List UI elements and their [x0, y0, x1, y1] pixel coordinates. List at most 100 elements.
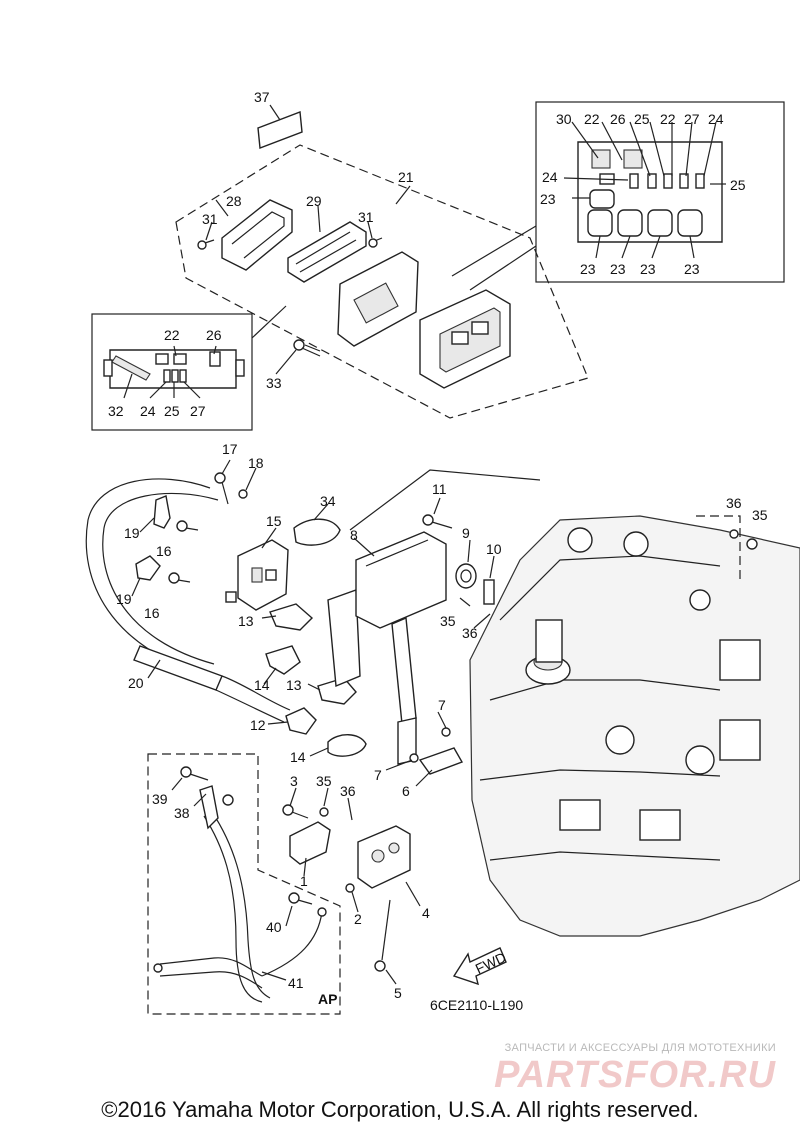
- part-3-bolt: [282, 804, 309, 819]
- callout-36-lower: 36: [340, 783, 356, 799]
- part-1-relay: [289, 821, 331, 865]
- svg-text:26: 26: [206, 327, 222, 343]
- callout-14-lower: 14: [290, 749, 306, 765]
- callout-2: 2: [354, 911, 362, 927]
- part-37-label: [257, 104, 303, 149]
- part-7-bolt-upper: [441, 727, 451, 737]
- callout-5: 5: [394, 985, 402, 1001]
- callout-15: 15: [266, 513, 282, 529]
- callout-13-lower: 13: [286, 677, 302, 693]
- callout-35-mid: 35: [440, 613, 456, 629]
- part-15-relay-block: [225, 539, 289, 611]
- svg-text:24: 24: [542, 169, 558, 185]
- part-31-screw-left: [197, 239, 215, 250]
- callout-21: 21: [398, 169, 414, 185]
- callout-13-upper: 13: [238, 613, 254, 629]
- part-10-collar: [483, 579, 495, 605]
- callout-31-right: 31: [358, 209, 374, 225]
- part-5-bolt: [374, 899, 391, 972]
- callout-20: 20: [128, 675, 144, 691]
- svg-text:22: 22: [164, 327, 180, 343]
- watermark-tagline: ЗАПЧАСТИ И АКСЕССУАРЫ ДЛЯ МОТОТЕХНИКИ: [504, 1042, 776, 1054]
- callout-31-left: 31: [202, 211, 218, 227]
- callout-33: 33: [266, 375, 282, 391]
- callout-4: 4: [422, 905, 430, 921]
- svg-text:25: 25: [730, 177, 746, 193]
- part-33-screw: [293, 339, 321, 357]
- part-4-relay-block: [357, 825, 411, 889]
- callout-11: 11: [432, 481, 447, 497]
- ecu-bracket-plate: [337, 251, 419, 347]
- ecu-main-unit: [419, 289, 511, 389]
- callout-36-mid: 36: [462, 625, 478, 641]
- callout-3: 3: [290, 773, 298, 789]
- callout-37: 37: [254, 89, 270, 105]
- part-36-washer-right: [729, 529, 739, 539]
- svg-text:27: 27: [190, 403, 206, 419]
- part-34-grommet: [293, 518, 341, 546]
- svg-text:23: 23: [540, 191, 556, 207]
- callout-9: 9: [462, 525, 470, 541]
- callout-38: 38: [174, 805, 190, 821]
- callout-10: 10: [486, 541, 502, 557]
- svg-text:23: 23: [580, 261, 596, 277]
- callout-12: 12: [250, 717, 266, 733]
- svg-text:FWD: FWD: [473, 949, 509, 977]
- part-20-wire-harness: [85, 478, 291, 723]
- part-41-battery-cable: [153, 794, 327, 1003]
- svg-text:24: 24: [708, 111, 724, 127]
- engine-block: [469, 515, 800, 937]
- callout-29: 29: [306, 193, 322, 209]
- callout-19-lower: 19: [116, 591, 132, 607]
- part-31-screw-right: [368, 237, 383, 248]
- part-2-bolt: [345, 883, 355, 893]
- svg-text:24: 24: [140, 403, 156, 419]
- part-19-clip-upper: [153, 495, 171, 529]
- copyright-notice: ©2016 Yamaha Motor Corporation, U.S.A. A…: [101, 1097, 699, 1122]
- callouts-inset-top-right: 30 22 26 25 22 27 24 24 25 23 23 23 23 2…: [540, 111, 746, 277]
- part-35-bolt-right: [746, 538, 758, 550]
- callout-14-upper: 14: [254, 677, 270, 693]
- svg-text:23: 23: [684, 261, 700, 277]
- svg-text:27: 27: [684, 111, 700, 127]
- callout-35-lower: 35: [316, 773, 332, 789]
- part-12-clamp: [285, 707, 317, 735]
- callout-28: 28: [226, 193, 242, 209]
- part-18-washer: [238, 489, 248, 499]
- svg-text:22: 22: [584, 111, 600, 127]
- callout-18: 18: [248, 455, 264, 471]
- fwd-arrow: FWD: [452, 947, 509, 986]
- callout-1: 1: [300, 873, 308, 889]
- svg-text:23: 23: [640, 261, 656, 277]
- callout-40: 40: [266, 919, 282, 935]
- callout-41: 41: [288, 975, 304, 991]
- part-40-bolt: [288, 892, 313, 905]
- callout-7-upper: 7: [438, 697, 446, 713]
- part-39-bolt: [180, 766, 209, 781]
- part-9-grommet: [455, 563, 477, 589]
- svg-text:23: 23: [610, 261, 626, 277]
- callouts-inset-left: 22 26 32 24 25 27: [108, 327, 222, 419]
- svg-text:25: 25: [164, 403, 180, 419]
- leader-lines: [131, 199, 495, 985]
- inset-left-connector-view: [91, 305, 287, 431]
- part-16-bolt-upper: [176, 520, 199, 532]
- callouts-main: 37 21 28 29 31 31 33 17 18 15 19 16 19 1…: [116, 89, 768, 1013]
- svg-text:22: 22: [660, 111, 676, 127]
- part-8-bracket: [327, 469, 541, 765]
- callout-34: 34: [320, 493, 336, 509]
- callout-7-lower: 7: [374, 767, 382, 783]
- watermark-logo: PARTSFOR.RU: [494, 1054, 776, 1096]
- part-14-clamp-lower: [327, 734, 367, 757]
- part-13-clamp-upper: [269, 603, 314, 631]
- ecu-assembly-outline: [175, 144, 589, 419]
- svg-text:26: 26: [610, 111, 626, 127]
- callout-8: 8: [350, 527, 358, 543]
- drawing-code: 6CE2110-L190: [430, 997, 523, 1013]
- callout-16-lower: 16: [144, 605, 160, 621]
- part-19-clip-lower: [135, 555, 161, 581]
- part-16-bolt-lower: [168, 572, 191, 584]
- part-6-bracket: [418, 747, 464, 775]
- part-14-clamp-upper: [265, 645, 301, 675]
